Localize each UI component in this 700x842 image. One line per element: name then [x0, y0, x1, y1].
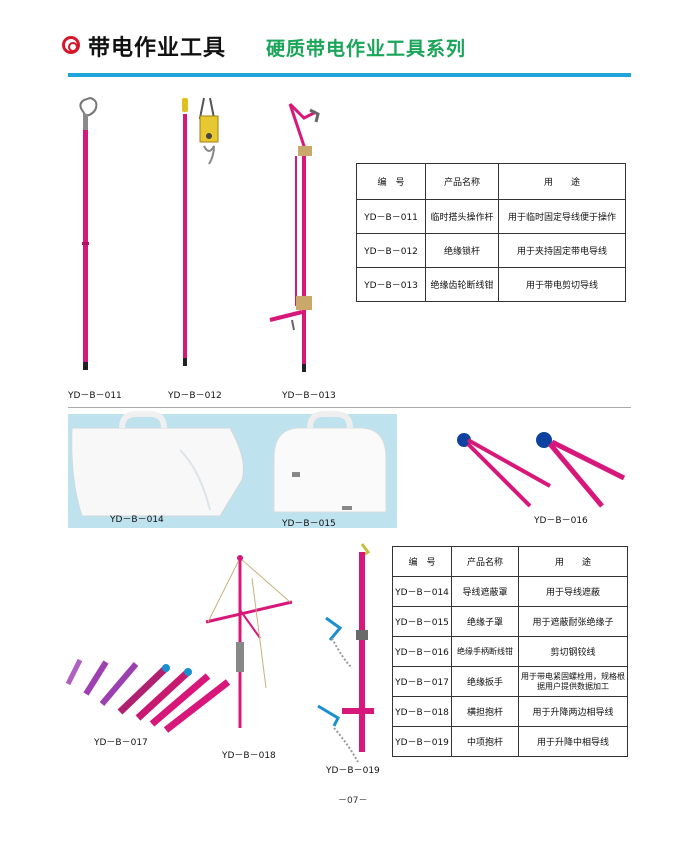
table-cell: 用于带电紧固螺栓用，规格根据用户提供数据加工 — [518, 666, 628, 697]
table-cell: 横担抱杆 — [451, 696, 519, 727]
product-017-image — [65, 658, 231, 733]
title-bullet-icon — [62, 36, 80, 54]
table-cell: YD－B－018 — [392, 696, 452, 727]
product-014-image — [71, 411, 244, 517]
table-row: YD－B－015 绝缘子罩 用于遮蔽耐张绝缘子 — [392, 606, 628, 637]
spec-table-2: 编 号 产品名称 用 途 YD－B－014 导线遮蔽罩 用于导线遮蔽 YD－B－… — [392, 546, 628, 757]
page-title: 带电作业工具 — [88, 36, 227, 61]
table-cell: 用于带电剪切导线 — [498, 267, 626, 302]
page-number: －07－ — [338, 796, 368, 806]
table-cell: 用于升降两边相导线 — [518, 696, 628, 727]
table-cell: 用于夹持固定带电导线 — [498, 233, 626, 268]
table-row: YD－B－017 绝缘扳手 用于带电紧固螺栓用，规格根据用户提供数据加工 — [392, 666, 628, 697]
product-013-image — [269, 102, 320, 372]
product-019-image — [317, 543, 374, 763]
caption-018: YD－B－018 — [222, 751, 276, 761]
table-cell: 绝缘手柄断线钳 — [451, 636, 519, 667]
table1-header-use: 用 途 — [498, 163, 626, 200]
table-row: YD－B－014 导线遮蔽罩 用于导线遮蔽 — [392, 576, 628, 607]
product-012-image — [182, 97, 219, 366]
table-cell: 剪切钢铰线 — [518, 636, 628, 667]
product-016-image — [457, 432, 626, 508]
table-cell: 用于遮蔽耐张绝缘子 — [518, 606, 628, 637]
table-cell: 绝缘子罩 — [451, 606, 519, 637]
caption-015: YD－B－015 — [282, 519, 336, 529]
spec-table-1: 编 号 产品名称 用 途 YD－B－011 临时搭头操作杆 用于临时固定导线便于… — [356, 163, 626, 302]
caption-011: YD－B－011 — [68, 391, 122, 401]
table2-header-name: 产品名称 — [451, 546, 519, 577]
table-cell: 导线遮蔽罩 — [451, 576, 519, 607]
table2-header-use: 用 途 — [518, 546, 628, 577]
table1-header-code: 编 号 — [356, 163, 426, 200]
table-cell: YD－B－016 — [392, 636, 452, 667]
table2-header-code: 编 号 — [392, 546, 452, 577]
header-rule — [68, 73, 631, 77]
product-018-image — [205, 555, 293, 728]
table-row: YD－B－012 绝缘锁杆 用于夹持固定带电导线 — [356, 233, 626, 268]
caption-013: YD－B－013 — [282, 391, 336, 401]
section-divider — [68, 407, 631, 408]
table-row: YD－B－016 绝缘手柄断线钳 剪切钢铰线 — [392, 636, 628, 667]
caption-019: YD－B－019 — [326, 766, 380, 776]
product-011-image — [79, 96, 98, 370]
page-subtitle: 硬质带电作业工具系列 — [266, 38, 467, 60]
table-cell: 用于升降中相导线 — [518, 726, 628, 757]
table-cell: YD－B－019 — [392, 726, 452, 757]
table1-header-name: 产品名称 — [425, 163, 499, 200]
table-cell: 中项抱杆 — [451, 726, 519, 757]
table-cell: YD－B－017 — [392, 666, 452, 697]
caption-016: YD－B－016 — [534, 516, 588, 526]
table-cell: 用于导线遮蔽 — [518, 576, 628, 607]
caption-012: YD－B－012 — [168, 391, 222, 401]
table-cell: 用于临时固定导线便于操作 — [498, 199, 626, 234]
table-cell: YD－B－015 — [392, 606, 452, 637]
caption-017: YD－B－017 — [94, 738, 148, 748]
table-row: YD－B－013 绝缘齿轮断线钳 用于带电剪切导线 — [356, 267, 626, 302]
table-row: YD－B－018 横担抱杆 用于升降两边相导线 — [392, 696, 628, 727]
caption-014: YD－B－014 — [110, 515, 164, 525]
table-cell: 绝缘齿轮断线钳 — [425, 267, 499, 302]
table-row: YD－B－011 临时搭头操作杆 用于临时固定导线便于操作 — [356, 199, 626, 234]
table-cell: 临时搭头操作杆 — [425, 199, 499, 234]
table-cell: YD－B－014 — [392, 576, 452, 607]
table-row: YD－B－019 中项抱杆 用于升降中相导线 — [392, 726, 628, 757]
table-cell: 绝缘扳手 — [451, 666, 519, 697]
table-cell: YD－B－012 — [356, 233, 426, 268]
product-015-image — [273, 411, 387, 513]
table-cell: YD－B－011 — [356, 199, 426, 234]
table-cell: 绝缘锁杆 — [425, 233, 499, 268]
table-cell: YD－B－013 — [356, 267, 426, 302]
